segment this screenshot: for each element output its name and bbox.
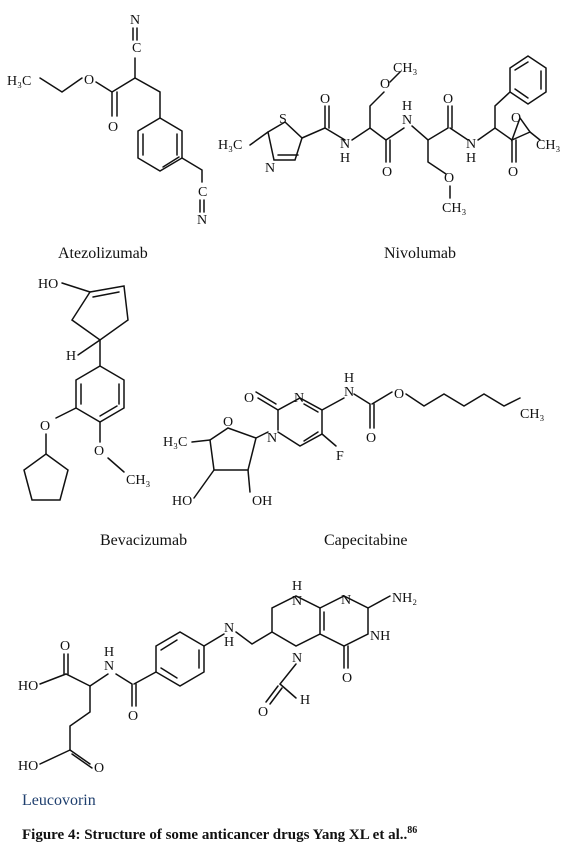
- svg-text:O: O: [443, 92, 453, 107]
- svg-text:OH: OH: [252, 494, 272, 509]
- svg-text:CH₃: CH₃: [126, 473, 150, 488]
- svg-text:H: H: [300, 693, 310, 708]
- svg-text:O: O: [511, 111, 521, 126]
- svg-text:N: N: [224, 621, 234, 636]
- svg-text:H: H: [466, 151, 476, 166]
- svg-text:O: O: [508, 165, 518, 180]
- svg-text:H: H: [340, 151, 350, 166]
- svg-text:N: N: [402, 113, 412, 128]
- caption-text: Figure 4: Structure of some anticancer d…: [22, 827, 407, 843]
- svg-text:N: N: [340, 137, 350, 152]
- svg-text:N: N: [292, 594, 302, 609]
- svg-text:HO: HO: [18, 679, 38, 694]
- svg-text:HO: HO: [38, 277, 58, 292]
- label-bevacizumab: Bevacizumab: [100, 532, 187, 549]
- svg-text:O: O: [223, 415, 233, 430]
- svg-text:H: H: [292, 579, 302, 594]
- label-atezolizumab: Atezolizumab: [58, 245, 148, 262]
- svg-text:O: O: [444, 171, 454, 186]
- svg-text:CH₃: CH₃: [442, 201, 466, 216]
- svg-text:HO: HO: [18, 759, 38, 774]
- svg-text:H: H: [66, 349, 76, 364]
- caption-reference: 86: [407, 825, 417, 836]
- label-capecitabine: Capecitabine: [324, 532, 408, 549]
- svg-text:O: O: [128, 709, 138, 724]
- svg-text:O: O: [342, 671, 352, 686]
- svg-text:N: N: [344, 385, 354, 400]
- svg-text:N: N: [197, 213, 207, 228]
- svg-text:O: O: [244, 391, 254, 406]
- svg-text:O: O: [258, 705, 268, 720]
- figure-caption: Figure 4: Structure of some anticancer d…: [22, 825, 417, 843]
- svg-text:CH₃: CH₃: [536, 138, 560, 153]
- svg-text:S: S: [279, 112, 287, 127]
- svg-text:O: O: [380, 77, 390, 92]
- svg-text:H: H: [224, 635, 234, 650]
- svg-text:H₃C: H₃C: [163, 435, 187, 450]
- structure-bevacizumab: HO H O O CH₃ Bevacizumab: [23, 277, 187, 549]
- svg-text:N: N: [267, 431, 277, 446]
- svg-text:O: O: [60, 639, 70, 654]
- svg-text:NH₂: NH₂: [392, 591, 417, 606]
- svg-text:O: O: [366, 431, 376, 446]
- svg-text:F: F: [336, 449, 344, 464]
- svg-text:O: O: [382, 165, 392, 180]
- svg-text:C: C: [132, 41, 141, 56]
- svg-text:H₃C: H₃C: [218, 138, 242, 153]
- svg-text:O: O: [394, 387, 404, 402]
- structure-leucovorin: O HO N H O N H H N N NH₂ NH O N O H: [18, 579, 417, 809]
- label-leucovorin: Leucovorin: [22, 792, 96, 809]
- svg-text:O: O: [40, 419, 50, 434]
- structure-nivolumab: H₃C S N O N H O O CH₃ N H O O CH₃ N H O: [218, 55, 560, 262]
- svg-text:N: N: [292, 651, 302, 666]
- svg-text:H₃C: H₃C: [7, 74, 31, 89]
- svg-text:O: O: [94, 761, 104, 776]
- svg-text:N: N: [265, 161, 275, 176]
- svg-text:CH₃: CH₃: [520, 407, 544, 422]
- structure-atezolizumab: H₃C O O C N C N Atezolizumab: [7, 13, 207, 262]
- svg-text:H: H: [402, 99, 412, 114]
- svg-text:C: C: [198, 185, 207, 200]
- svg-text:CH₃: CH₃: [393, 61, 417, 76]
- svg-text:N: N: [294, 391, 304, 406]
- label-nivolumab: Nivolumab: [384, 245, 456, 262]
- svg-text:N: N: [341, 593, 351, 608]
- svg-text:H: H: [104, 645, 114, 660]
- svg-text:H: H: [344, 371, 354, 386]
- svg-text:O: O: [108, 120, 118, 135]
- svg-text:O: O: [84, 73, 94, 88]
- svg-text:N: N: [466, 137, 476, 152]
- svg-text:NH: NH: [370, 629, 390, 644]
- svg-text:N: N: [104, 659, 114, 674]
- svg-text:HO: HO: [172, 494, 192, 509]
- structure-capecitabine: H₃C O HO OH N N O F N H O O CH₃ Capecita…: [163, 371, 544, 549]
- svg-text:N: N: [130, 13, 140, 28]
- svg-text:O: O: [94, 444, 104, 459]
- svg-text:O: O: [320, 92, 330, 107]
